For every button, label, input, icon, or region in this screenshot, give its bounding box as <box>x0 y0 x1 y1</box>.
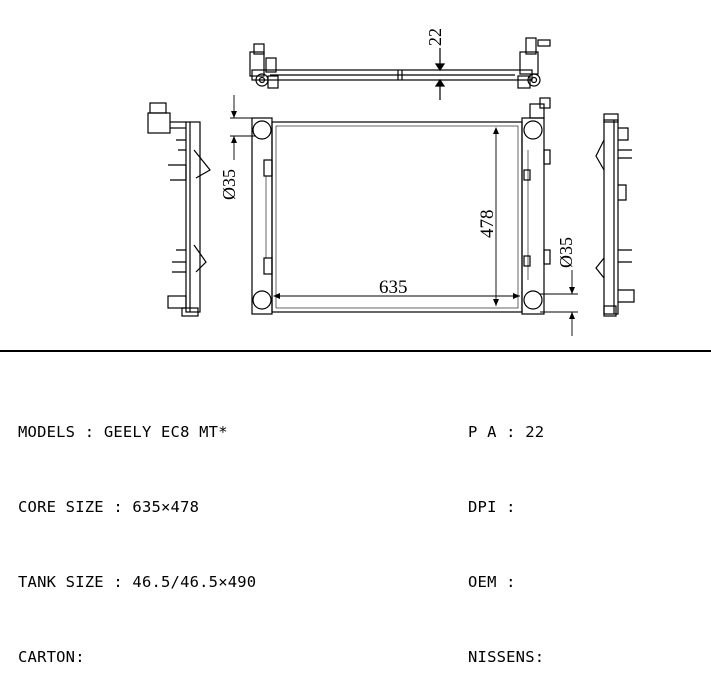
spec-carton: CARTON: <box>18 645 256 670</box>
spec-value: 22 <box>525 423 545 441</box>
spec-label: CARTON <box>18 648 76 666</box>
spec-sep: : <box>103 573 133 591</box>
spec-sep: : <box>75 648 85 666</box>
left-side-view <box>147 102 211 317</box>
spec-models: MODELS : GEELY EC8 MT* <box>18 420 256 445</box>
spec-tank-size: TANK SIZE : 46.5/46.5×490 <box>18 570 256 595</box>
dimension-left-pipe: Ø35 <box>219 169 239 200</box>
right-pipe-dimension <box>540 270 578 336</box>
spec-value: GEELY EC8 MT* <box>103 423 228 441</box>
separator-line <box>0 350 711 352</box>
radiator-technical-drawing: 22 Ø35 <box>147 28 635 336</box>
spec-sep: : <box>496 498 526 516</box>
dimension-width: 635 <box>379 277 408 298</box>
spec-label: NISSENS <box>468 648 535 666</box>
spec-oem: OEM : <box>468 570 544 595</box>
right-side-view <box>595 113 635 317</box>
spec-nissens: NISSENS: <box>468 645 544 670</box>
dimension-right-pipe: Ø35 <box>556 237 576 268</box>
spec-sep: : <box>103 498 133 516</box>
dimension-height: 478 <box>477 210 498 239</box>
spec-label: DPI <box>468 498 497 516</box>
spec-sep: : <box>496 573 526 591</box>
spec-label: CORE SIZE <box>18 498 104 516</box>
spec-label: MODELS <box>18 423 76 441</box>
spec-label: OEM <box>468 573 497 591</box>
front-view <box>251 97 551 315</box>
spec-sep: : <box>496 423 526 441</box>
spec-value: 46.5/46.5×490 <box>132 573 257 591</box>
dimension-top-offset: 22 <box>425 28 445 46</box>
spec-label: TANK SIZE <box>18 573 104 591</box>
top-view <box>249 37 551 100</box>
spec-label: P A <box>468 423 497 441</box>
spec-dpi: DPI : <box>468 495 544 520</box>
spec-pa: P A : 22 <box>468 420 544 445</box>
spec-core-size: CORE SIZE : 635×478 <box>18 495 256 520</box>
specs-right-column: P A : 22 DPI : OEM : NISSENS: <box>468 370 544 695</box>
spec-sep: : <box>75 423 104 441</box>
specs-left-column: MODELS : GEELY EC8 MT* CORE SIZE : 635×4… <box>18 370 256 695</box>
spec-sep: : <box>534 648 545 666</box>
spec-value: 635×478 <box>132 498 200 516</box>
